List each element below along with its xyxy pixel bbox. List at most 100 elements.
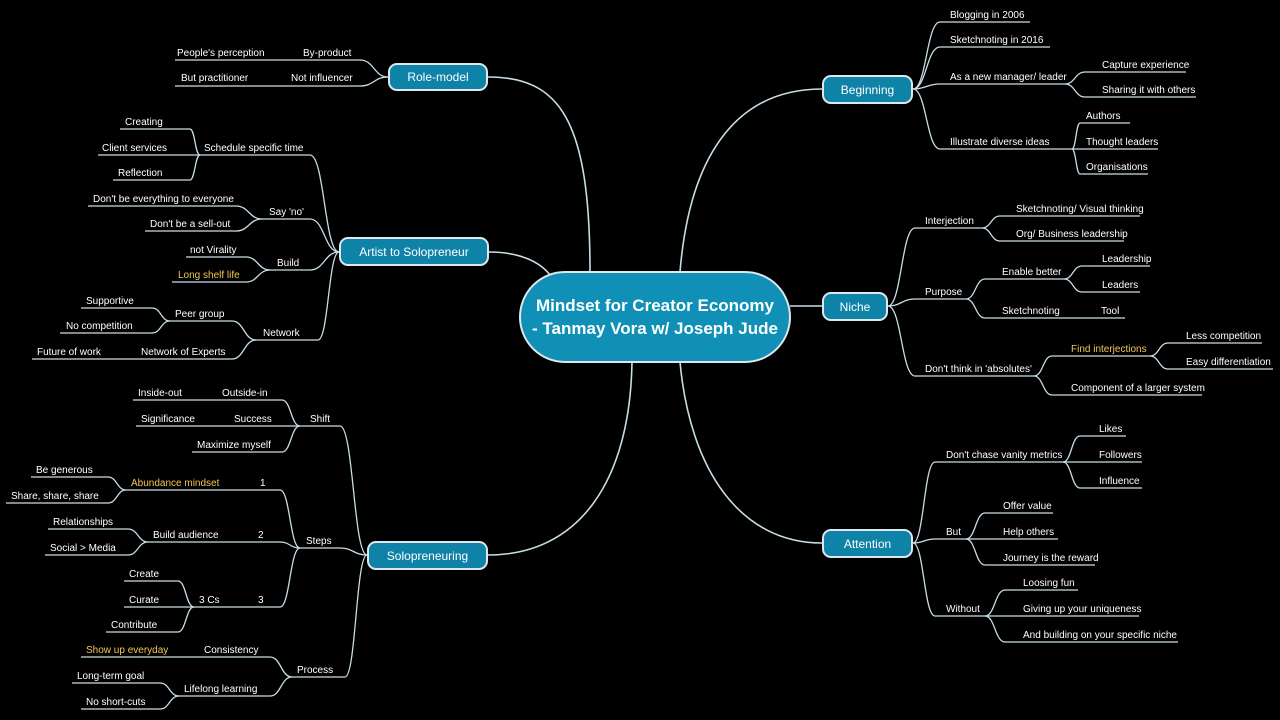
- leaf-purpose[interactable]: Purpose: [925, 287, 963, 298]
- leaf-say-no[interactable]: Say 'no': [269, 207, 304, 218]
- leaf-no-competition[interactable]: No competition: [66, 321, 133, 332]
- leaf-relationships[interactable]: Relationships: [53, 517, 114, 528]
- leaf-authors[interactable]: Authors: [1086, 111, 1121, 122]
- leaf-but[interactable]: But: [946, 527, 962, 538]
- leaf-dont-think-absolutes[interactable]: Don't think in 'absolutes': [925, 364, 1032, 375]
- branch-solopreneuring[interactable]: Solopreneuring: [367, 541, 488, 570]
- connector-line-18: [186, 256, 271, 271]
- leaf-leadership[interactable]: Leadership: [1102, 254, 1152, 265]
- leaf-step-1[interactable]: 1: [260, 478, 266, 489]
- leaf-offer-value[interactable]: Offer value: [1003, 501, 1052, 512]
- leaf-network[interactable]: Network: [263, 328, 300, 339]
- leaf-peoples-perception[interactable]: People's perception: [177, 48, 265, 59]
- branch-artist-to-solopreneur[interactable]: Artist to Solopreneur: [339, 237, 489, 266]
- leaf-followers[interactable]: Followers: [1099, 450, 1142, 461]
- central-topic[interactable]: Mindset for Creator Economy - Tanmay Vor…: [519, 271, 791, 363]
- leaf-build-audience[interactable]: Build audience: [153, 530, 219, 541]
- leaf-success[interactable]: Success: [234, 414, 272, 425]
- connector-line-39: [45, 541, 149, 556]
- leaf-step-2[interactable]: 2: [258, 530, 264, 541]
- leaf-process[interactable]: Process: [297, 665, 334, 676]
- connector-line-50: [81, 695, 180, 710]
- leaf-find-interjections[interactable]: Find interjections: [1071, 344, 1147, 355]
- leaf-long-term-goal[interactable]: Long-term goal: [77, 671, 145, 682]
- leaf-peer-group[interactable]: Peer group: [175, 309, 225, 320]
- leaf-without[interactable]: Without: [946, 604, 980, 615]
- leaf-sketchnoting-2016[interactable]: Sketchnoting in 2016: [950, 35, 1044, 46]
- leaf-loosing-fun[interactable]: Loosing fun: [1023, 578, 1075, 589]
- leaf-visual-thinking[interactable]: Sketchnoting/ Visual thinking: [1016, 204, 1144, 215]
- connector-line-77: [1062, 461, 1142, 489]
- leaf-tool[interactable]: Tool: [1101, 306, 1120, 317]
- leaf-enable-better[interactable]: Enable better: [1002, 267, 1062, 278]
- leaf-thought-leaders[interactable]: Thought leaders: [1086, 137, 1159, 148]
- leaf-client-services[interactable]: Client services: [102, 143, 168, 154]
- leaf-contribute[interactable]: Contribute: [111, 620, 158, 631]
- leaf-dont-be-sell-out[interactable]: Don't be a sell-out: [150, 219, 231, 230]
- leaf-help-others[interactable]: Help others: [1003, 527, 1055, 538]
- leaf-share-share-share[interactable]: Share, share, share: [11, 491, 99, 502]
- leaf-but-practitioner[interactable]: But practitioner: [181, 73, 249, 84]
- branch-attention[interactable]: Attention: [822, 529, 913, 558]
- leaf-curate[interactable]: Curate: [129, 595, 160, 606]
- leaf-dont-be-everything[interactable]: Don't be everything to everyone: [93, 194, 234, 205]
- connector-line-69: [887, 305, 1034, 377]
- leaf-inside-out[interactable]: Inside-out: [138, 388, 182, 399]
- connector-line-19: [172, 269, 271, 283]
- leaf-supportive[interactable]: Supportive: [86, 296, 134, 307]
- branch-beginning[interactable]: Beginning: [822, 75, 913, 104]
- leaf-abundance-mindset[interactable]: Abundance mindset: [131, 478, 220, 489]
- leaf-shift[interactable]: Shift: [310, 414, 331, 425]
- leaf-network-of-experts[interactable]: Network of Experts: [141, 347, 226, 358]
- leaf-less-competition[interactable]: Less competition: [1186, 331, 1262, 342]
- leaf-blogging-2006[interactable]: Blogging in 2006: [950, 10, 1025, 21]
- leaf-steps[interactable]: Steps: [306, 536, 332, 547]
- leaf-journey-reward[interactable]: Journey is the reward: [1003, 553, 1099, 564]
- leaf-by-product[interactable]: By-product: [303, 48, 352, 59]
- leaf-giving-up-uniqueness[interactable]: Giving up your uniqueness: [1023, 604, 1142, 615]
- leaf-interjection[interactable]: Interjection: [925, 216, 974, 227]
- leaf-show-up-everyday[interactable]: Show up everyday: [86, 645, 169, 656]
- leaf-easy-differentiation[interactable]: Easy differentiation: [1186, 357, 1271, 368]
- leaf-component-larger-system[interactable]: Component of a larger system: [1071, 383, 1205, 394]
- leaf-build[interactable]: Build: [277, 258, 300, 269]
- leaf-lifelong-learning[interactable]: Lifelong learning: [184, 684, 258, 695]
- connector-line-31: [300, 547, 368, 556]
- leaf-significance[interactable]: Significance: [141, 414, 195, 425]
- connector-line-73: [1033, 375, 1202, 396]
- leaf-step-3[interactable]: 3: [258, 595, 264, 606]
- leaf-leaders[interactable]: Leaders: [1102, 280, 1139, 291]
- connector-line-35: [6, 489, 127, 504]
- leaf-maximize-myself[interactable]: Maximize myself: [197, 440, 271, 451]
- leaf-social-media[interactable]: Social > Media: [50, 543, 116, 554]
- branch-niche[interactable]: Niche: [822, 292, 888, 321]
- leaf-organisations[interactable]: Organisations: [1086, 162, 1148, 173]
- leaf-capture-experience[interactable]: Capture experience: [1102, 60, 1190, 71]
- leaf-schedule-specific-time[interactable]: Schedule specific time: [204, 143, 304, 154]
- branch-role-model[interactable]: Role-model: [388, 63, 488, 91]
- leaf-vanity-metrics[interactable]: Don't chase vanity metrics: [946, 450, 1063, 461]
- leaf-building-on-niche[interactable]: And building on your specific niche: [1023, 630, 1177, 641]
- leaf-outside-in[interactable]: Outside-in: [222, 388, 268, 399]
- leaf-org-business[interactable]: Org/ Business leadership: [1016, 229, 1128, 240]
- leaf-future-of-work[interactable]: Future of work: [37, 347, 101, 358]
- leaf-consistency[interactable]: Consistency: [204, 645, 259, 656]
- leaf-likes[interactable]: Likes: [1099, 424, 1123, 435]
- leaf-be-generous[interactable]: Be generous: [36, 465, 93, 476]
- leaf-illustrate-ideas[interactable]: Illustrate diverse ideas: [950, 137, 1050, 148]
- leaf-sketchnoting[interactable]: Sketchnoting: [1002, 306, 1060, 317]
- leaf-three-cs[interactable]: 3 Cs: [199, 595, 220, 606]
- leaf-long-shelf-life[interactable]: Long shelf life: [178, 270, 240, 281]
- leaf-reflection[interactable]: Reflection: [118, 168, 163, 179]
- connector-line-52: [912, 46, 1050, 90]
- connector-line-49: [72, 682, 180, 697]
- leaf-not-influencer[interactable]: Not influencer: [291, 73, 353, 84]
- leaf-creating[interactable]: Creating: [125, 117, 163, 128]
- leaf-influence[interactable]: Influence: [1099, 476, 1140, 487]
- connector-line-66: [1063, 278, 1140, 293]
- leaf-create[interactable]: Create: [129, 569, 160, 580]
- leaf-no-short-cuts[interactable]: No short-cuts: [86, 697, 146, 708]
- leaf-new-manager[interactable]: As a new manager/ leader: [950, 72, 1067, 83]
- leaf-sharing-with-others[interactable]: Sharing it with others: [1102, 85, 1196, 96]
- leaf-not-virality[interactable]: not Virality: [190, 245, 237, 256]
